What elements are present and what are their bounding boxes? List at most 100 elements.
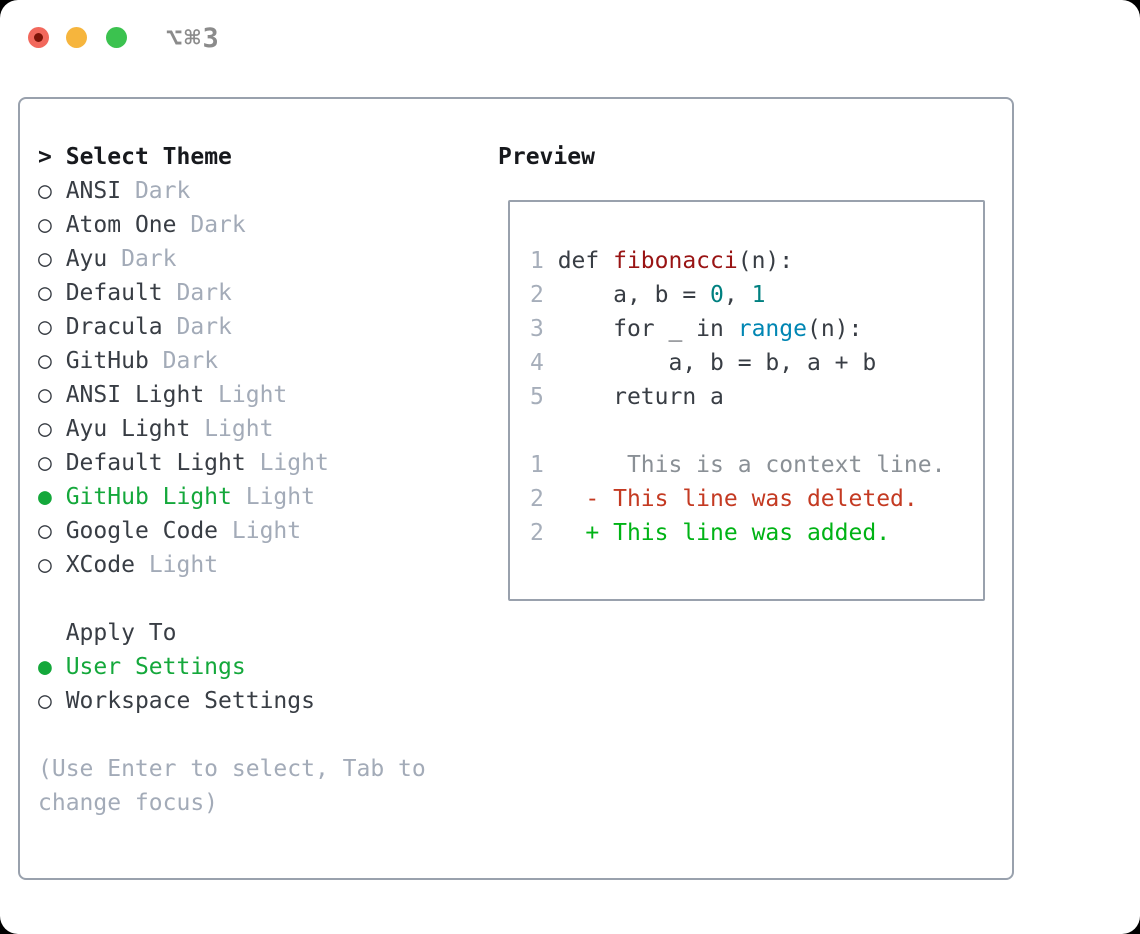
theme-item-ayu[interactable]: ○ Ayu Dark [38,242,426,276]
code-token-context: This is a context line. [557,452,946,478]
window-title: ⌥⌘3 [166,23,221,54]
radio-unselected-icon: ○ [38,348,66,374]
theme-variant: Light [148,552,219,578]
theme-variant: Light [231,518,302,544]
radio-selected-icon: ● [38,484,66,510]
theme-selector-heading-label: Select Theme [65,144,232,170]
theme-variant: Dark [176,280,232,306]
theme-variant: Light [204,416,274,442]
preview-code-line: 1 This is a context line. [530,448,983,482]
theme-variant: Dark [134,178,191,204]
theme-item-google-code[interactable]: ○ Google Code Light [38,514,426,548]
theme-variant: Light [245,484,315,510]
theme-variant: Light [259,450,329,476]
theme-item-github-light[interactable]: ● GitHub Light Light [38,480,426,514]
code-token-text: return a [557,384,724,410]
line-number: 1 [530,452,558,478]
gap [38,582,426,616]
apply-option-name: User Settings [65,654,246,680]
theme-item-ansi[interactable]: ○ ANSI Dark [38,174,426,208]
code-token-deletion: - This line was deleted. [557,486,918,512]
radio-unselected-icon: ○ [38,314,66,340]
apply-option-user-settings[interactable]: ● User Settings [38,650,426,684]
zoom-button-icon[interactable] [106,27,127,48]
code-token-builtin: range [737,316,807,342]
theme-item-xcode[interactable]: ○ XCode Light [38,548,426,582]
radio-unselected-icon: ○ [38,280,66,306]
theme-list: ○ ANSI Dark○ Atom One Dark○ Ayu Dark○ De… [38,174,426,582]
preview-code-line: 2 + This line was added. [530,516,983,550]
theme-selector: > Select Theme ○ ANSI Dark○ Atom One Dar… [38,140,426,820]
theme-item-ansi-light[interactable]: ○ ANSI Light Light [38,378,426,412]
radio-selected-icon: ● [38,654,66,680]
preview-code-line: 2 - This line was deleted. [530,482,983,516]
theme-item-dracula[interactable]: ○ Dracula Dark [38,310,426,344]
theme-variant: Dark [162,348,219,374]
radio-unselected-icon: ○ [38,518,66,544]
preview-code-line: 4 a, b = b, a + b [530,346,983,380]
apply-to-heading: Apply To [65,620,177,646]
theme-name: Default [65,280,163,306]
theme-name: Dracula [65,314,163,340]
code-token-number: 0 [710,282,724,308]
main-panel [18,97,1014,880]
theme-variant: Light [218,382,288,408]
radio-unselected-icon: ○ [38,178,66,204]
theme-name: GitHub Light [65,484,232,510]
theme-item-default-light[interactable]: ○ Default Light Light [38,446,426,480]
line-number: 3 [530,316,558,342]
preview-code-line: 1 def fibonacci(n): [530,244,983,278]
theme-name: XCode [65,552,135,578]
theme-name: ANSI [65,178,122,204]
cursor-arrow-icon: > [38,144,52,170]
radio-unselected-icon: ○ [38,552,66,578]
apply-to-list: ● User Settings○ Workspace Settings [38,650,426,718]
theme-item-ayu-light[interactable]: ○ Ayu Light Light [38,412,426,446]
code-token-text: a, b = [557,282,711,308]
line-number: 2 [530,282,558,308]
code-token-text: (n): [806,316,863,342]
theme-item-atom-one[interactable]: ○ Atom One Dark [38,208,426,242]
theme-name: Ayu [65,246,108,272]
hint-line-1: (Use Enter to select, Tab to [38,756,426,782]
radio-unselected-icon: ○ [38,246,66,272]
theme-name: Ayu Light [65,416,191,442]
radio-unselected-icon: ○ [38,212,66,238]
hint-line-2: change focus) [38,790,219,816]
radio-unselected-icon: ○ [38,382,66,408]
theme-item-default[interactable]: ○ Default Dark [38,276,426,310]
preview-code-line: 5 return a [530,380,983,414]
apply-option-name: Workspace Settings [65,688,315,714]
preview-heading: Preview [498,144,595,170]
close-button-icon[interactable] [28,27,49,48]
theme-name: ANSI Light [65,382,205,408]
theme-name: Google Code [65,518,219,544]
theme-name: Atom One [65,212,177,238]
code-token-number: 1 [751,282,766,308]
line-number: 1 [530,248,558,274]
line-number: 2 [530,486,558,512]
radio-unselected-icon: ○ [38,688,66,714]
code-token-text: , [723,282,752,308]
code-token-text: a, b = b, a + b [557,350,877,376]
theme-name: Default Light [65,450,246,476]
gap [38,718,426,752]
minimize-button-icon[interactable] [66,27,87,48]
radio-unselected-icon: ○ [38,416,66,442]
theme-variant: Dark [121,246,177,272]
line-number [530,418,558,444]
preview-code-line: 3 for _ in range(n): [530,312,983,346]
code-token-title: fibonacci [613,248,738,274]
preview-code-line: 2 a, b = 0, 1 [530,278,983,312]
radio-unselected-icon: ○ [38,450,66,476]
apply-option-workspace-settings[interactable]: ○ Workspace Settings [38,684,426,718]
theme-item-github[interactable]: ○ GitHub Dark [38,344,426,378]
preview-blank-line [530,414,983,448]
line-number: 4 [530,350,558,376]
line-number: 5 [530,384,558,410]
code-token-addition: + This line was added. [557,520,891,546]
theme-variant: Dark [190,212,246,238]
code-token-text: (n): [737,248,794,274]
